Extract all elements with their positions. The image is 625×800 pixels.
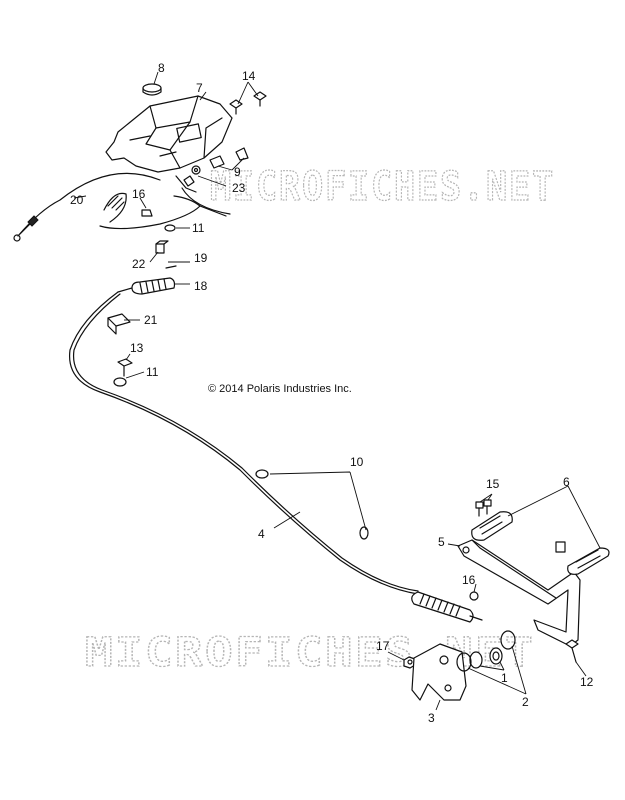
- callout-6a: 6: [563, 475, 570, 489]
- callout-7: 7: [196, 81, 203, 95]
- callout-9a: 9: [234, 165, 241, 179]
- callout-14a: 14: [242, 69, 256, 83]
- copyright-text: © 2014 Polaris Industries Inc.: [208, 383, 352, 395]
- part-10-clip-b: [359, 526, 369, 540]
- part-16-fastener-lower: [469, 591, 479, 601]
- part-4-cable: [68, 291, 419, 595]
- part-14-screws: [229, 91, 267, 115]
- part-16-spring-upper: [103, 192, 127, 223]
- part-6-pedal-pad-upper: [471, 511, 513, 541]
- leader-lines: [73, 71, 601, 711]
- callout-12: 12: [580, 675, 594, 689]
- part-6-screw: [555, 541, 566, 553]
- callout-11-lower: 11: [146, 365, 159, 379]
- part-18-boot: [117, 277, 176, 295]
- part-11-clip-lower: [113, 377, 127, 387]
- callout-8: 8: [158, 61, 165, 75]
- callout-11-upper: 11: [192, 221, 205, 235]
- callout-16-upper: 16: [132, 187, 146, 201]
- watermark-top: MICROFICHES.NET: [210, 164, 555, 210]
- part-5-pedal-arm: [457, 539, 581, 647]
- callout-17: 17: [376, 639, 390, 653]
- part-6-pedal-pad-lower: [567, 547, 610, 575]
- part-11-clip-upper: [164, 224, 176, 232]
- callout-3: 3: [428, 711, 435, 725]
- callout-1a: 1: [501, 671, 508, 685]
- part-3-bracket: [411, 643, 467, 701]
- callout-13: 13: [130, 341, 144, 355]
- callout-18: 18: [194, 279, 208, 293]
- callout-19: 19: [194, 251, 208, 265]
- callout-5: 5: [438, 535, 445, 549]
- part-22-pin: [155, 240, 169, 254]
- callout-4: 4: [258, 527, 265, 541]
- part-10-clip-a: [255, 469, 269, 479]
- callout-23: 23: [232, 181, 246, 195]
- part-12-bolt: [565, 639, 579, 663]
- part-15-screw-b: [483, 499, 492, 515]
- part-21-clamp: [107, 313, 131, 335]
- part-8-plug: [142, 83, 162, 96]
- part-9-clips: [209, 147, 249, 169]
- part-7-housing: [105, 95, 233, 173]
- callout-16-lower: 16: [462, 573, 476, 587]
- part-2-washer-a: [500, 630, 516, 650]
- part-4-boot-lower: [411, 591, 483, 623]
- part-1-bushing-a: [489, 647, 503, 665]
- callout-22: 22: [132, 257, 146, 271]
- callout-15a: 15: [486, 477, 500, 491]
- callout-21: 21: [144, 313, 158, 327]
- part-20-cable: [13, 172, 201, 242]
- part-1-bushing-b: [469, 651, 483, 669]
- part-13-bolt: [117, 358, 133, 377]
- callout-2a: 2: [522, 695, 529, 709]
- part-19-ring: [165, 265, 177, 269]
- callout-20: 20: [70, 193, 84, 207]
- part-2-washer-b: [456, 652, 472, 672]
- part-15-screw-a: [475, 501, 484, 517]
- part-16-fastener-upper: [141, 209, 153, 217]
- callouts: 1 1 2 2 3 4 5 6 6 7 8 9 9 10 10 11 11 12…: [70, 61, 594, 725]
- callout-10a: 10: [350, 455, 364, 469]
